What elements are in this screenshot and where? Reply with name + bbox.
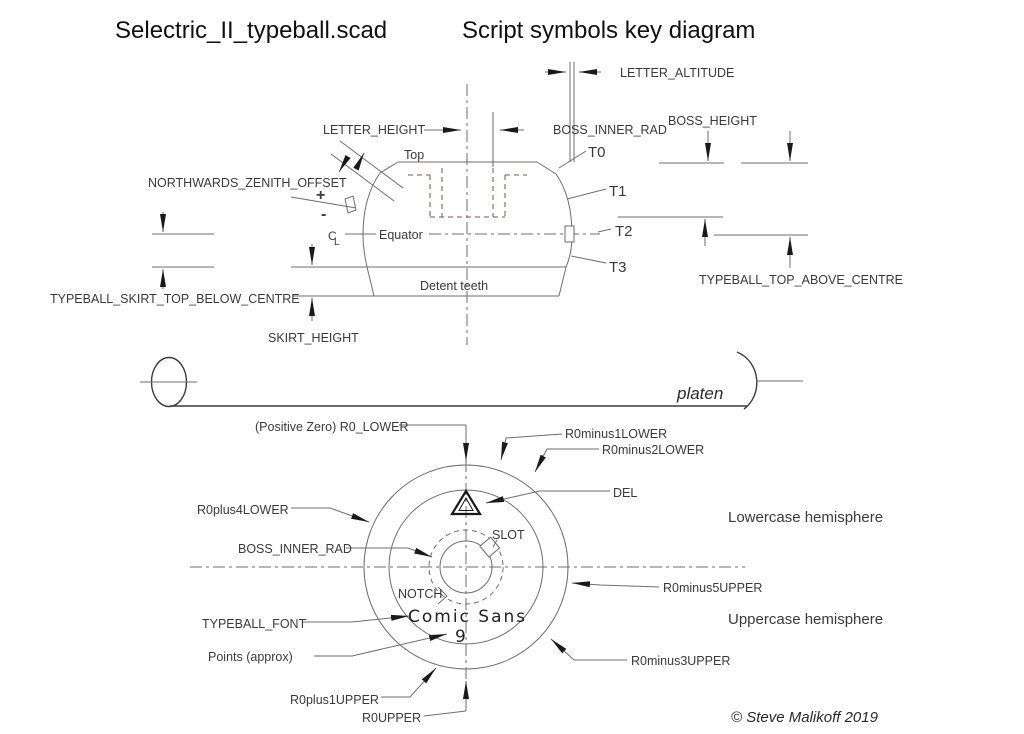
equator-label: Equator	[379, 228, 423, 242]
boss-inner-rad-lower-label: BOSS_INNER_RAD	[238, 542, 352, 556]
title-right: Script symbols key diagram	[462, 17, 755, 44]
letter-altitude-lines	[545, 62, 601, 162]
tier-t2-label: T2	[615, 223, 633, 240]
plus-sign: +	[316, 187, 325, 204]
r0minus3upper-label: R0minus3UPPER	[631, 654, 730, 668]
r0minus1lower-label: R0minus1LOWER	[565, 427, 667, 441]
letter-height-label: LETTER_HEIGHT	[323, 123, 425, 137]
positive-zero-r0-lower-label: (Positive Zero) R0_LOWER	[255, 420, 409, 434]
centreline-symbol-l: L	[334, 237, 340, 248]
boss-inner-rad-upper-label: BOSS_INNER_RAD	[553, 123, 667, 137]
keyway-slot	[479, 536, 501, 558]
top-label: Top	[404, 148, 424, 162]
centreline-symbol-c: C	[328, 229, 337, 243]
typeball-font-label: TYPEBALL_FONT	[202, 617, 307, 631]
bore-circle	[439, 540, 493, 594]
typeball-font-points: 9	[455, 627, 468, 647]
lowercase-hemisphere-label: Lowercase hemisphere	[728, 509, 883, 526]
tier-leaders	[290, 150, 612, 264]
lower-leaders	[291, 424, 660, 717]
outer-circle	[363, 464, 569, 670]
typeball-skirt-top-below-centre-label: TYPEBALL_SKIRT_TOP_BELOW_CENTRE	[50, 292, 300, 306]
typeball-cross-section	[152, 62, 808, 345]
copyright-notice: © Steve Malikoff 2019	[731, 709, 879, 726]
boss-dashed-circle	[428, 529, 504, 605]
r0plus1upper-label: R0plus1UPPER	[290, 693, 379, 707]
tier-t0-label: T0	[588, 144, 606, 161]
title-left: Selectric_II_typeball.scad	[115, 17, 387, 44]
notch-label: NOTCH	[398, 587, 442, 601]
r0upper-label: R0UPPER	[362, 711, 421, 725]
northwards-zenith-offset-label: NORTHWARDS_ZENITH_OFFSET	[148, 176, 347, 190]
zenith-tick	[344, 195, 357, 214]
skirt-height-label: SKIRT_HEIGHT	[268, 331, 359, 345]
minus-sign: -	[321, 206, 326, 223]
boss-inner-rad-dimension	[424, 112, 524, 167]
platen-label: platen	[676, 384, 723, 403]
notch-mark	[437, 586, 448, 605]
typeball-top-above-centre-label: TYPEBALL_TOP_ABOVE_CENTRE	[699, 273, 903, 287]
r0plus4lower-label: R0plus4LOWER	[197, 503, 289, 517]
letter-height-band	[330, 140, 404, 202]
boss-height-dimension	[618, 131, 808, 268]
del-label: DEL	[613, 486, 637, 500]
tier-t3-label: T3	[609, 259, 627, 276]
points-approx-label: Points (approx)	[208, 650, 293, 664]
detent-teeth-label: Detent teeth	[420, 279, 488, 293]
tier-t1-label: T1	[609, 183, 627, 200]
del-symbol	[450, 488, 482, 516]
typeball-font-sample: Comic Sans	[408, 607, 527, 627]
r0minus2lower-label: R0minus2LOWER	[602, 443, 704, 457]
skirt-below-centre-dimension	[152, 212, 214, 289]
platen-drawing	[140, 351, 803, 410]
slot-label: SLOT	[492, 528, 525, 542]
typeball-top-view	[190, 424, 745, 717]
boss-hidden-lines	[408, 168, 527, 218]
letter-altitude-label: LETTER_ALTITUDE	[620, 66, 734, 80]
r0minus5upper-label: R0minus5UPPER	[663, 581, 762, 595]
equator-tooth	[564, 225, 575, 243]
boss-height-label: BOSS_HEIGHT	[668, 114, 757, 128]
uppercase-hemisphere-label: Uppercase hemisphere	[728, 611, 883, 628]
